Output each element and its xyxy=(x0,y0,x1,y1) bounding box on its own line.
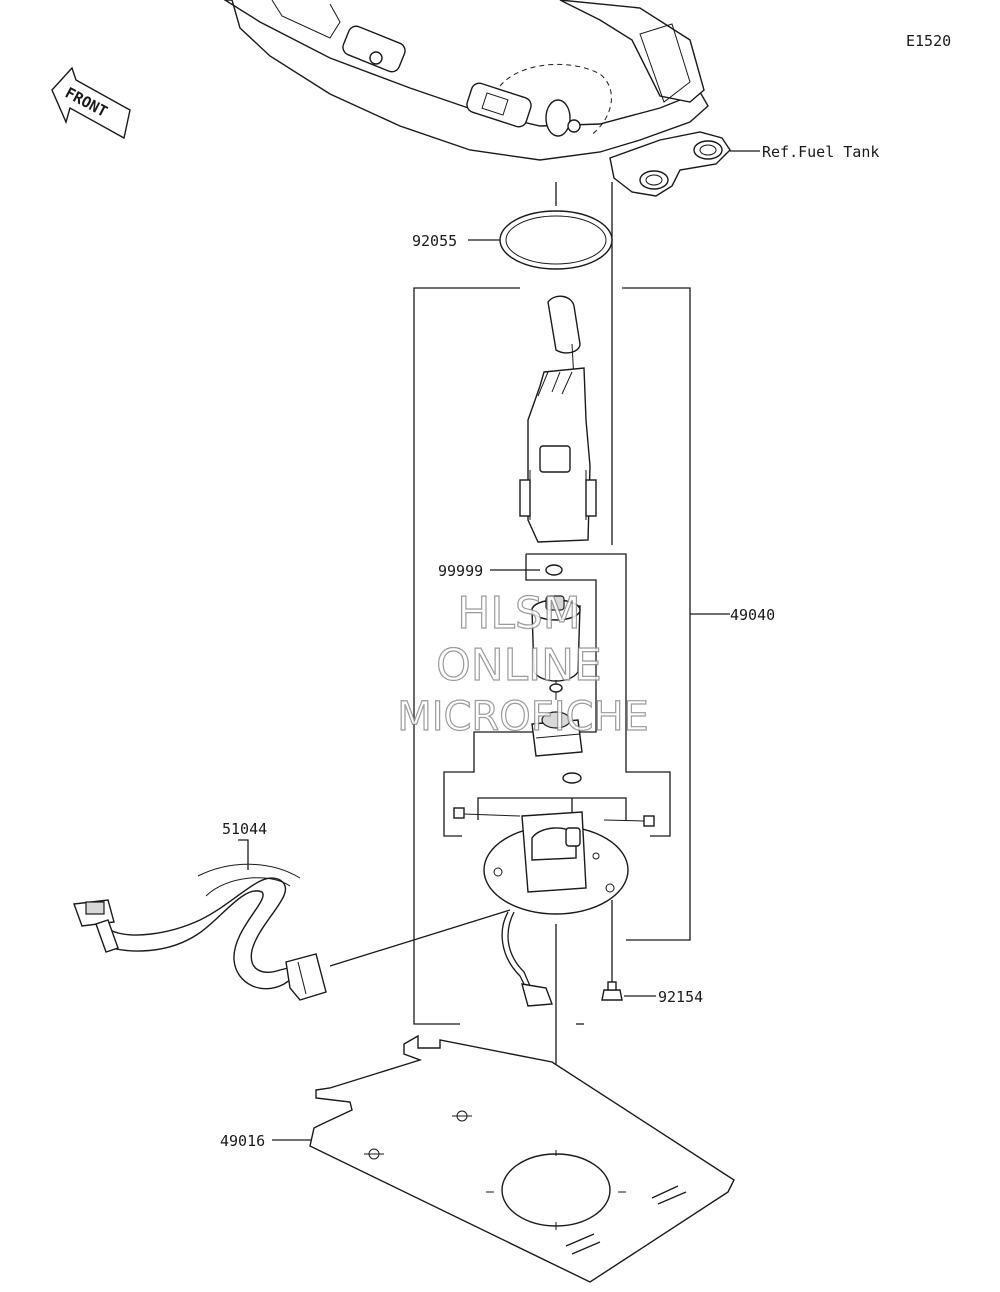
callout-99999: 99999 xyxy=(438,562,483,580)
gasket-plate-49016 xyxy=(309,1034,735,1283)
watermark-line-3: MICROFICHE xyxy=(397,694,649,740)
callout-92055: 92055 xyxy=(412,232,457,250)
o-ring-92055 xyxy=(499,210,613,270)
callout-49016: 49016 xyxy=(220,1132,265,1150)
wire-harness-51044 xyxy=(73,839,511,1001)
fuel-filter xyxy=(531,711,583,757)
fuel-level-sender xyxy=(519,295,597,543)
bolt-92154 xyxy=(601,900,623,1001)
seal-ring xyxy=(545,564,563,576)
pump-base-plate xyxy=(483,811,629,915)
washer xyxy=(562,772,582,784)
pump-wire-lead xyxy=(501,911,553,1007)
front-arrow-icon: FRONT xyxy=(51,66,131,140)
callout-51044: 51044 xyxy=(222,820,267,838)
callout-92154: 92154 xyxy=(658,988,703,1006)
callout-49040: 49040 xyxy=(730,606,775,624)
watermark-line-1: HLSM xyxy=(457,588,581,639)
watermark: HLSM ONLINE MICROFICHE xyxy=(397,587,650,740)
diagram-code: E1520 xyxy=(906,32,951,50)
watermark-line-2: ONLINE xyxy=(436,640,602,691)
fuel-tank-outline xyxy=(223,0,731,197)
callout-ref-fuel-tank: Ref.Fuel Tank xyxy=(762,143,879,161)
fuel-pump-motor xyxy=(531,595,581,700)
